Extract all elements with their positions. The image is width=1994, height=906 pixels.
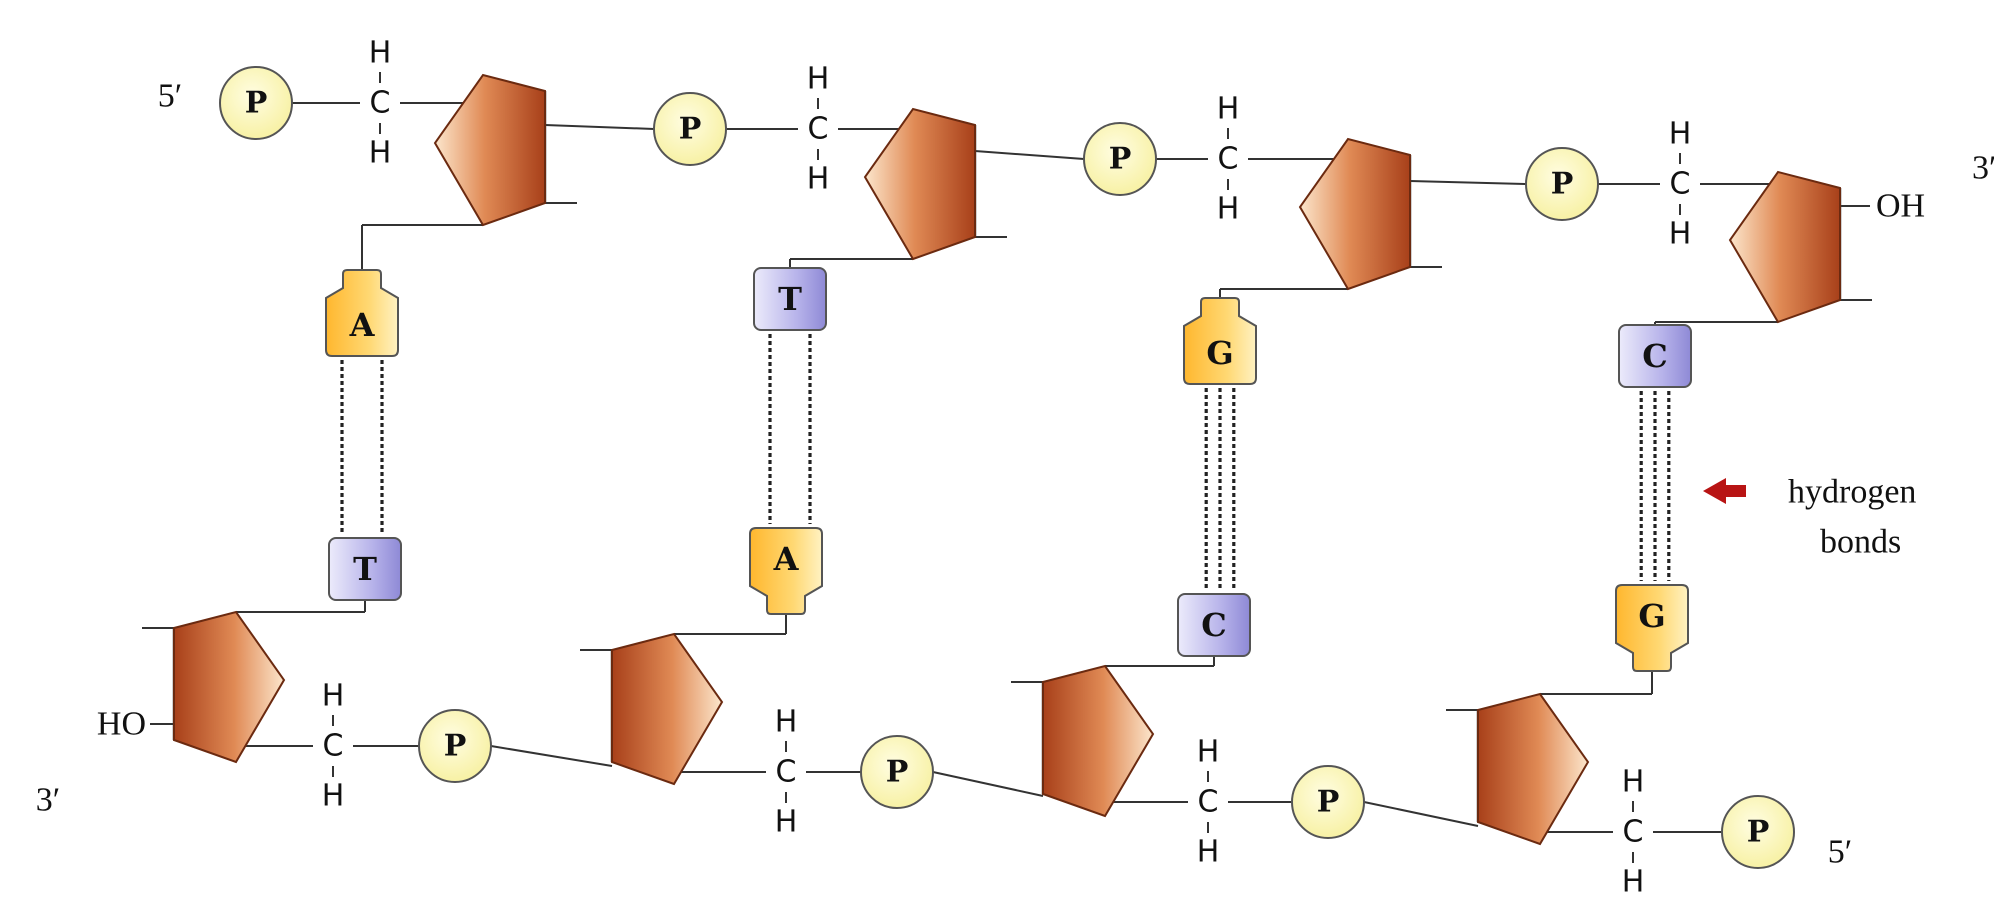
phosphate-label: P xyxy=(679,112,702,147)
purine-base xyxy=(749,527,823,615)
backbone-bond xyxy=(544,124,655,130)
five-prime-end-label: 5′ xyxy=(1828,834,1852,871)
backbone-bond xyxy=(490,745,613,767)
base-letter: T xyxy=(778,280,802,318)
backbone-bond xyxy=(1409,180,1527,185)
hydrogen-atom: H xyxy=(369,136,392,171)
hydrogen-atom: H xyxy=(1669,217,1692,252)
deoxyribose-sugar xyxy=(1477,692,1590,846)
backbone-bond xyxy=(1363,801,1479,827)
hydrogen-atom: H xyxy=(1622,765,1645,800)
base-letter: T xyxy=(353,550,377,588)
base-letter: G xyxy=(1206,334,1233,372)
hydrogen-atom: H xyxy=(807,162,830,197)
phosphate-label: P xyxy=(1317,785,1340,820)
hydrogen-atom: H xyxy=(1217,192,1240,227)
purine-base xyxy=(325,269,399,357)
phosphate-group xyxy=(1083,122,1157,196)
hydrogen-bonds-label: bonds xyxy=(1820,524,1901,561)
deoxyribose-sugar xyxy=(863,107,976,261)
phosphate-label: P xyxy=(886,755,909,790)
backbone-bond xyxy=(932,771,1044,797)
hydrogen-atom: H xyxy=(1197,735,1220,770)
hydrogen-atom: H xyxy=(1217,92,1240,127)
carbon-atom: C xyxy=(776,755,797,790)
hydrogen-atom: H xyxy=(775,705,798,740)
phosphate-group xyxy=(653,92,727,166)
deoxyribose-sugar xyxy=(1042,664,1155,818)
three-prime-end-label: 3′ xyxy=(1972,150,1994,187)
three-prime-end-label: 3′ xyxy=(36,782,60,819)
phosphate-group xyxy=(1291,765,1365,839)
base-letter: G xyxy=(1638,597,1665,635)
hydroxyl-group-label: OH xyxy=(1876,188,1925,225)
deoxyribose-sugar xyxy=(611,632,724,786)
hydrogen-atom: H xyxy=(775,805,798,840)
hydrogen-atom: H xyxy=(322,679,345,714)
pyrimidine-base xyxy=(328,537,402,601)
carbon-atom: C xyxy=(1623,815,1644,850)
base-letter: A xyxy=(349,306,376,344)
hydrogen-bonds-label: hydrogen xyxy=(1788,474,1916,511)
hydroxyl-group-label: HO xyxy=(97,706,146,743)
base-letter: C xyxy=(1642,337,1667,375)
pyrimidine-base xyxy=(1177,593,1251,657)
carbon-atom: C xyxy=(808,112,829,147)
phosphate-label: P xyxy=(1551,167,1574,202)
pyrimidine-base xyxy=(1618,324,1692,388)
phosphate-label: P xyxy=(1747,815,1770,850)
phosphate-label: P xyxy=(1109,142,1132,177)
carbon-atom: C xyxy=(1670,167,1691,202)
hydrogen-atom: H xyxy=(807,62,830,97)
phosphate-group xyxy=(1525,147,1599,221)
base-letter: C xyxy=(1201,606,1226,644)
hydrogen-atom: H xyxy=(322,779,345,814)
deoxyribose-sugar xyxy=(173,610,286,764)
left-arrow-icon xyxy=(1703,478,1746,504)
phosphate-group xyxy=(219,66,293,140)
purine-base xyxy=(1183,297,1257,385)
pyrimidine-base xyxy=(753,267,827,331)
purine-base xyxy=(1615,584,1689,672)
carbon-atom: C xyxy=(323,729,344,764)
phosphate-label: P xyxy=(245,86,268,121)
phosphate-label: P xyxy=(444,729,467,764)
phosphate-group xyxy=(860,735,934,809)
five-prime-end-label: 5′ xyxy=(158,78,182,115)
carbon-atom: C xyxy=(370,86,391,121)
phosphate-group xyxy=(418,709,492,783)
phosphate-group xyxy=(1721,795,1795,869)
backbone-bond xyxy=(974,150,1085,160)
hydrogen-atom: H xyxy=(1669,117,1692,152)
hydrogen-atom: H xyxy=(1197,835,1220,870)
carbon-atom: C xyxy=(1218,142,1239,177)
deoxyribose-sugar xyxy=(1298,137,1411,291)
deoxyribose-sugar xyxy=(1728,170,1841,324)
hydrogen-atom: H xyxy=(369,36,392,71)
carbon-atom: C xyxy=(1198,785,1219,820)
deoxyribose-sugar xyxy=(433,73,546,227)
hydrogen-atom: H xyxy=(1622,865,1645,900)
base-letter: A xyxy=(773,540,800,578)
